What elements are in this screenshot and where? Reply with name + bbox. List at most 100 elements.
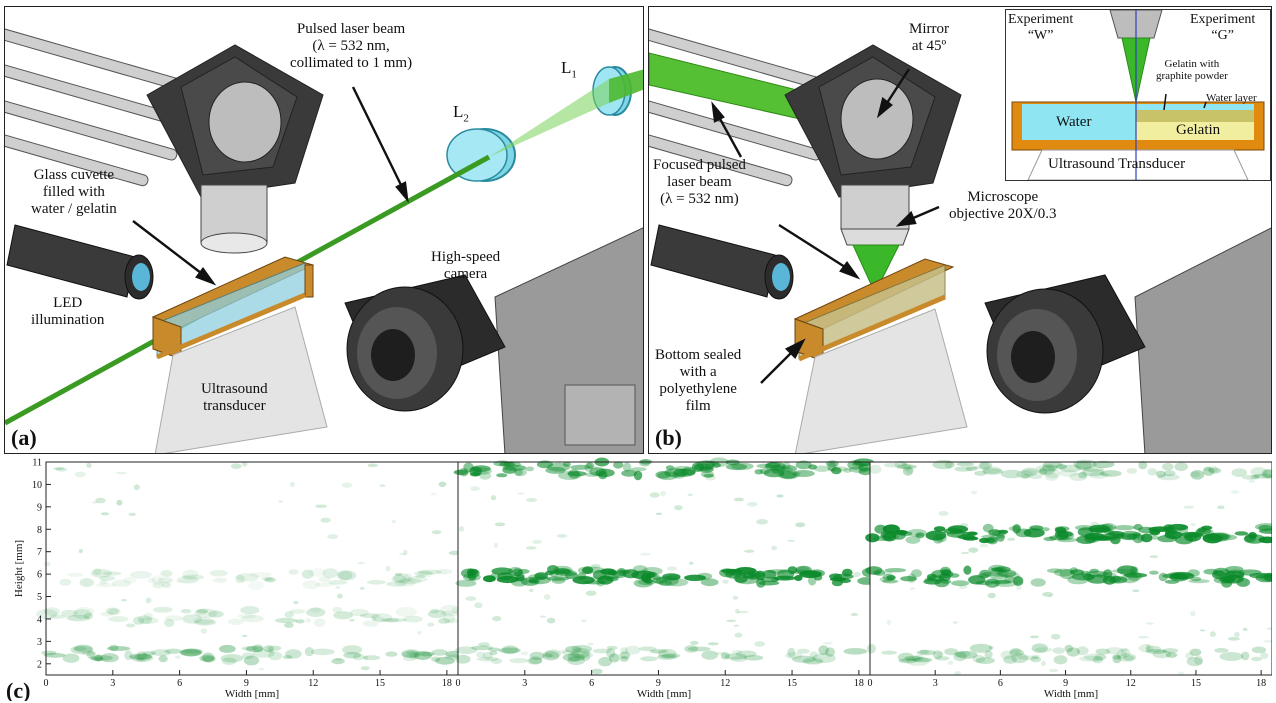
objective-label-line1: Microscope	[967, 189, 1039, 205]
heatmap-blob	[491, 567, 513, 575]
heatmap-blob	[1138, 644, 1154, 653]
transducer-label-line1: Ultrasound	[201, 381, 268, 397]
heatmap-noise	[776, 494, 784, 498]
heatmap-noise	[590, 576, 599, 581]
heatmap-blob	[252, 649, 275, 658]
heatmap-blob	[179, 650, 203, 656]
heatmap-blob	[1261, 469, 1272, 479]
heatmap-noise	[399, 553, 407, 556]
heatmap-blob	[1067, 575, 1089, 585]
heatmap-blob	[318, 576, 331, 583]
heatmap-blob	[1195, 528, 1214, 538]
panel-b-drawing	[649, 24, 1271, 453]
heatmap-blob	[349, 608, 369, 617]
lens-l2-sub: 2	[463, 112, 469, 125]
x-tick-label: 9	[244, 678, 249, 689]
heatmap-blob	[932, 534, 944, 544]
heatmap-blob	[655, 471, 671, 479]
heatmap-blob	[471, 645, 493, 651]
heatmap-blob	[955, 651, 978, 659]
heatmap-blob	[1041, 527, 1050, 532]
heatmap-blob	[1102, 575, 1117, 585]
heatmap-blob	[362, 620, 379, 627]
heatmap-noise	[357, 561, 366, 565]
heatmap-blob	[157, 577, 174, 584]
heatmap-blob	[418, 569, 442, 575]
heatmap-blob	[182, 569, 199, 579]
heatmap-noise	[1048, 595, 1053, 598]
heatmap-blob	[954, 650, 971, 658]
heatmap-blob	[267, 645, 282, 651]
led-light	[650, 224, 794, 300]
heatmap-blob	[1069, 473, 1088, 481]
heatmap-blob	[843, 648, 868, 655]
heatmap-noise	[744, 549, 755, 553]
heatmap-blob	[512, 568, 523, 577]
heatmap-blob	[438, 618, 450, 624]
heatmap-noise	[1199, 629, 1206, 632]
heatmap-noise	[585, 590, 597, 596]
heatmap-blob	[147, 577, 156, 583]
heatmap-blob	[900, 576, 917, 582]
heatmap-blob	[1029, 525, 1044, 531]
heatmap-blob	[220, 654, 244, 663]
heatmap-blob	[923, 578, 942, 585]
heatmap-blob	[202, 652, 215, 663]
heatmap-blob	[658, 648, 677, 659]
heatmap-blob	[700, 578, 719, 587]
x-tick-label: 15	[375, 678, 385, 689]
heatmap-blob	[898, 658, 918, 664]
heatmap-blob	[1190, 576, 1202, 582]
heatmap-blob	[180, 609, 192, 614]
heatmap-blob	[993, 579, 1018, 587]
heatmap-blob	[1242, 474, 1260, 480]
heatmap-blob	[639, 459, 651, 467]
heatmap-noise	[1183, 505, 1195, 509]
heatmap-blob	[606, 648, 616, 658]
heatmap-blob	[935, 534, 947, 543]
heatmap-blob	[938, 573, 951, 582]
heatmap-blob	[545, 570, 554, 576]
heatmap-blob	[180, 648, 202, 657]
heatmap-blob	[782, 462, 791, 470]
led-light	[6, 224, 154, 300]
heatmap-blob	[140, 617, 159, 624]
heatmap-blob	[1208, 465, 1219, 473]
heatmap-blob	[106, 646, 131, 651]
heatmap-blob	[1189, 648, 1202, 656]
heatmap-blob	[137, 615, 153, 625]
heatmap-blob	[794, 575, 803, 581]
heatmap-blob	[1241, 651, 1250, 661]
heatmap-blob	[1164, 579, 1179, 584]
heatmap-blob	[1221, 578, 1233, 588]
heatmap-blob	[161, 570, 173, 577]
heatmap-noise	[674, 505, 683, 511]
heatmap-blob	[652, 577, 668, 584]
heatmap-noise	[936, 651, 944, 657]
heatmap-noise	[1250, 656, 1263, 662]
heatmap-blob	[1031, 643, 1048, 653]
heatmap-blob	[99, 579, 108, 585]
heatmap-noise	[850, 612, 859, 617]
heatmap-noise	[1190, 610, 1196, 617]
heatmap-noise	[852, 571, 861, 578]
heatmap-blob	[1021, 469, 1038, 476]
heatmap-blob	[847, 460, 864, 470]
heatmap-blob	[1003, 655, 1017, 664]
heatmap-noise	[900, 462, 908, 466]
heatmap-blob	[897, 652, 915, 662]
heatmap-blob	[489, 650, 498, 656]
heatmap-blob	[61, 609, 78, 617]
heatmap-blob	[386, 581, 407, 587]
exp-w-label: Experiment “W”	[1008, 12, 1073, 44]
heatmap-blob	[858, 463, 870, 472]
heatmap-noise	[430, 492, 437, 496]
heatmap-blob	[924, 577, 934, 582]
heatmap-blob	[1123, 655, 1135, 661]
heatmap-noise	[1177, 671, 1185, 675]
heatmap-noise	[241, 634, 248, 637]
heatmap-blob	[984, 650, 993, 659]
heatmap-blob	[1112, 655, 1122, 664]
heatmap-noise	[1230, 490, 1240, 494]
heatmap-blob	[1082, 573, 1094, 581]
